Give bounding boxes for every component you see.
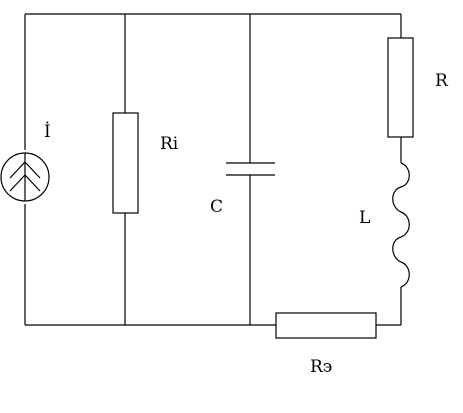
label-re: Rэ bbox=[310, 357, 332, 377]
label-ri: Ri bbox=[160, 134, 179, 154]
resistor-re bbox=[275, 312, 377, 339]
current-source-arrow-head-2 bbox=[9, 174, 41, 192]
label-current-source: İ bbox=[44, 121, 51, 142]
resistor-r bbox=[387, 37, 414, 138]
current-source-arrow-head-1 bbox=[9, 161, 41, 179]
label-l: L bbox=[359, 208, 370, 228]
current-source bbox=[0, 152, 50, 202]
label-c: C bbox=[210, 197, 223, 217]
resistor-ri bbox=[112, 112, 139, 214]
label-r: R bbox=[435, 71, 449, 91]
wires bbox=[24, 13, 402, 326]
capacitor-c bbox=[226, 162, 275, 176]
inductor-l bbox=[392, 162, 410, 288]
